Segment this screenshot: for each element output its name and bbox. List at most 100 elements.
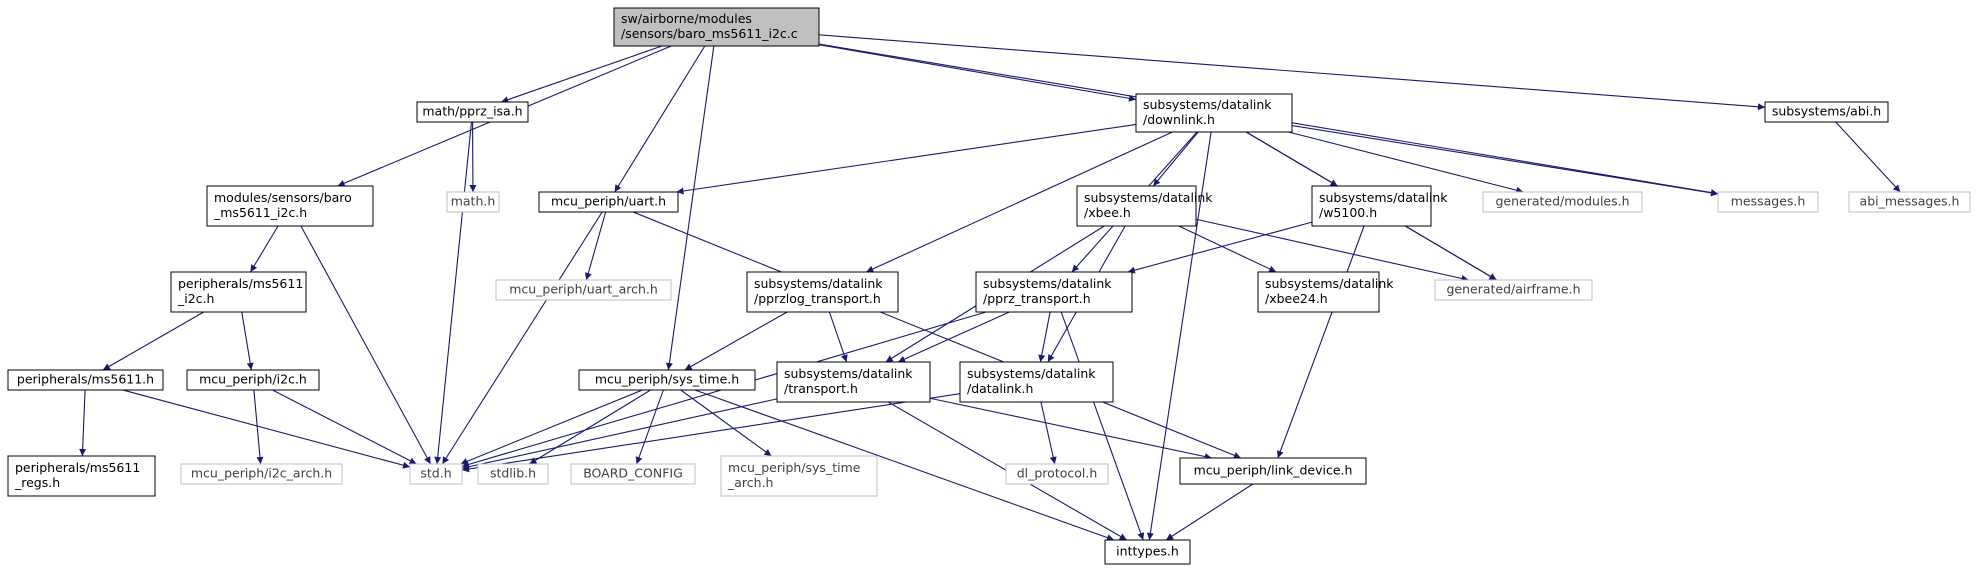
node-label: subsystems/datalink: [1265, 276, 1394, 291]
node-pprz-transport[interactable]: subsystems/datalink/pprz_transport.h: [975, 271, 1133, 313]
edge-i2c-to-i2c_arch: [253, 389, 264, 465]
node-box: [776, 361, 931, 403]
node-box: [477, 463, 549, 485]
node-box: [170, 271, 307, 313]
edge-pprz_transport-to-datalink: [1038, 311, 1051, 363]
node-sys-time-arch: mcu_periph/sys_time_arch.h: [720, 455, 878, 497]
edge-sys_time-to-std: [460, 389, 643, 465]
node-label: /downlink.h: [1143, 112, 1215, 127]
node-label: math.h: [451, 194, 496, 209]
node-box: [7, 455, 156, 497]
node-box: [409, 463, 463, 485]
node-label: /xbee.h: [1084, 205, 1131, 220]
node-label: /pprz_transport.h: [983, 291, 1091, 306]
edge-xbee-to-gen_airframe: [1195, 218, 1469, 282]
node-box: [613, 7, 820, 47]
edge-sys_time-to-inttypes: [694, 389, 1115, 541]
node-root[interactable]: sw/airborne/modules/sensors/baro_ms5611_…: [613, 7, 820, 47]
node-mod-baro[interactable]: modules/sensors/baro_ms5611_i2c.h: [206, 185, 374, 227]
node-per-ms5611-regs[interactable]: peripherals/ms5611_regs.h: [7, 455, 156, 497]
edge-transport-to-std: [461, 398, 778, 471]
node-label: subsystems/datalink: [967, 366, 1096, 381]
node-label: dl_protocol.h: [1017, 466, 1098, 481]
node-w5100[interactable]: subsystems/datalink/w5100.h: [1311, 185, 1448, 227]
node-per-ms5611[interactable]: peripherals/ms5611.h: [7, 369, 164, 391]
node-box: [1076, 185, 1197, 227]
edge-downlink-to-pprzlog: [866, 131, 1173, 273]
node-box: [538, 191, 679, 213]
node-box: [1482, 191, 1643, 213]
node-label: peripherals/ms5611: [178, 276, 303, 291]
node-abi[interactable]: subsystems/abi.h: [1764, 101, 1889, 123]
node-label: mcu_periph/uart.h: [551, 194, 666, 209]
edge-datalink-to-std: [461, 393, 961, 473]
node-transport[interactable]: subsystems/datalink/transport.h: [776, 361, 931, 403]
node-box: [975, 271, 1133, 313]
node-label: mcu_periph/sys_time: [728, 460, 861, 475]
node-box: [578, 369, 756, 391]
edge-per_ms5611-to-per_ms5611_regs: [79, 389, 87, 457]
edge-w5100-to-link_device: [1276, 225, 1365, 459]
node-label: math/pprz_isa.h: [422, 104, 522, 119]
node-box: [446, 191, 500, 213]
node-inttypes[interactable]: inttypes.h: [1104, 539, 1191, 565]
node-box: [416, 101, 529, 123]
node-box: [1848, 191, 1971, 213]
node-label: stdlib.h: [490, 466, 536, 481]
node-label: messages.h: [1731, 194, 1806, 209]
node-box: [495, 279, 672, 301]
edge-sys_time-to-stdlib: [529, 389, 651, 465]
edge-root-to-downlink: [818, 44, 1137, 102]
edge-w5100-to-gen_airframe: [1405, 225, 1497, 281]
edge-root-to-uart: [614, 45, 706, 193]
node-pprzlog[interactable]: subsystems/datalink/pprzlog_transport.h: [746, 271, 899, 313]
node-label: inttypes.h: [1116, 544, 1179, 559]
node-downlink[interactable]: subsystems/datalink/downlink.h: [1135, 93, 1293, 133]
node-i2c-arch: mcu_periph/i2c_arch.h: [180, 463, 343, 485]
edge-i2c-to-std: [272, 389, 417, 465]
edge-downlink-to-inttypes: [1146, 131, 1212, 541]
node-label: mcu_periph/link_device.h: [1194, 463, 1353, 478]
node-label: modules/sensors/baro: [214, 190, 352, 205]
node-uart[interactable]: mcu_periph/uart.h: [538, 191, 679, 213]
node-box: [1717, 191, 1819, 213]
node-label: /xbee24.h: [1265, 291, 1328, 306]
edge-sys_time-to-sys_time_arch: [680, 389, 772, 457]
node-box: [959, 361, 1114, 403]
node-messages: messages.h: [1717, 191, 1819, 213]
node-label: mcu_periph/sys_time.h: [595, 372, 739, 387]
node-datalink[interactable]: subsystems/datalink/datalink.h: [959, 361, 1114, 403]
node-gen-modules: generated/modules.h: [1482, 191, 1643, 213]
edge-pprz_transport-to-transport: [897, 311, 1010, 363]
edge-abi-to-abi_messages: [1835, 121, 1901, 193]
node-label: /w5100.h: [1319, 205, 1377, 220]
node-sys-time[interactable]: mcu_periph/sys_time.h: [578, 369, 756, 391]
node-label: _i2c.h: [177, 291, 214, 306]
node-box: [180, 463, 343, 485]
node-label: subsystems/abi.h: [1772, 104, 1881, 119]
node-i2c[interactable]: mcu_periph/i2c.h: [186, 369, 320, 391]
node-label: peripherals/ms5611.h: [17, 372, 154, 387]
node-box: [206, 185, 374, 227]
node-uart-arch: mcu_periph/uart_arch.h: [495, 279, 672, 301]
node-xbee[interactable]: subsystems/datalink/xbee.h: [1076, 185, 1213, 227]
edge-xbee-to-xbee24: [1178, 225, 1277, 273]
edge-mod_baro-to-std: [300, 225, 432, 465]
node-label: generated/modules.h: [1495, 194, 1629, 209]
edge-downlink-to-gen_modules: [1288, 131, 1524, 194]
node-abi-messages: abi_messages.h: [1848, 191, 1971, 213]
edge-downlink-to-messages: [1291, 124, 1719, 197]
node-per-ms5611-i2c[interactable]: peripherals/ms5611_i2c.h: [170, 271, 307, 313]
node-pprz-isa[interactable]: math/pprz_isa.h: [416, 101, 529, 123]
edge-per_ms5611_i2c-to-per_ms5611: [102, 311, 205, 371]
node-link-device[interactable]: mcu_periph/link_device.h: [1179, 457, 1367, 485]
edge-transport-to-link_device: [929, 397, 1212, 460]
node-box: [1135, 93, 1293, 133]
edge-root-to-pprz_isa: [501, 45, 663, 104]
node-xbee24[interactable]: subsystems/datalink/xbee24.h: [1257, 271, 1394, 313]
edge-uart-to-link_device: [632, 211, 1242, 459]
edge-root-to-abi: [818, 34, 1766, 111]
edge-downlink-to-uart: [676, 123, 1137, 195]
node-label: subsystems/datalink: [983, 276, 1112, 291]
node-gen-airframe: generated/airframe.h: [1434, 279, 1593, 301]
